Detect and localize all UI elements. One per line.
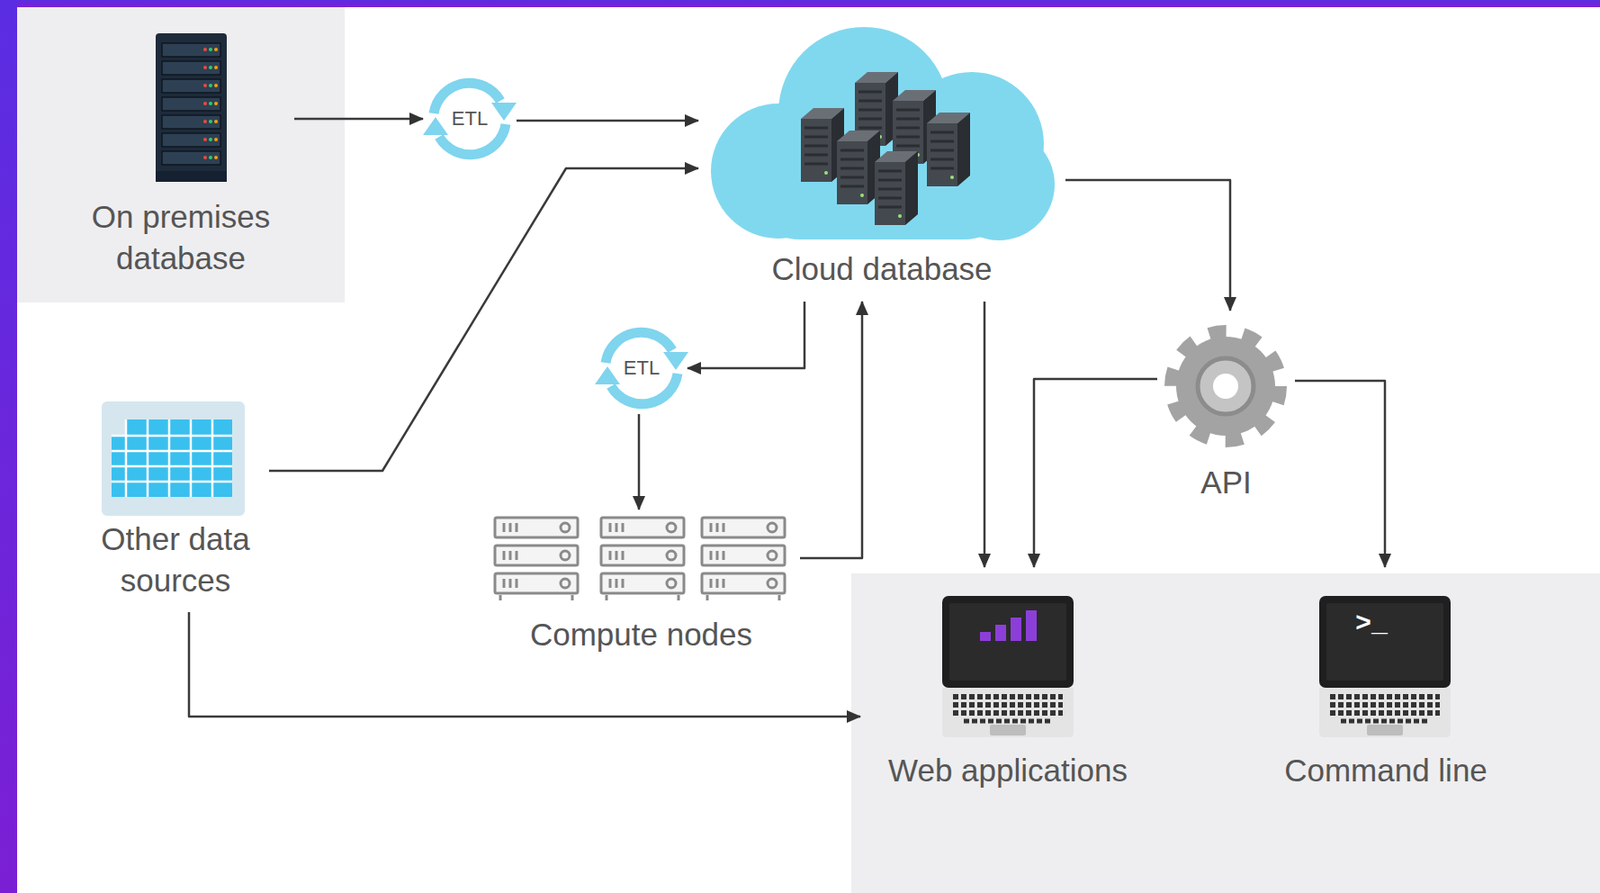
compute-node: Compute nodes (482, 509, 800, 663)
node-label: Compute nodes (482, 613, 800, 656)
node-label: ETL (451, 107, 488, 131)
flow-arrow (188, 611, 861, 717)
api-node: API (1157, 310, 1295, 511)
flow-arrow (1033, 378, 1158, 567)
flow-arrow (983, 301, 987, 567)
flow-arrow (516, 119, 699, 123)
flow-arrow (638, 413, 641, 510)
node-label: API (1157, 461, 1295, 504)
node-label: Command line (1256, 749, 1516, 792)
flow-arrow (269, 168, 699, 471)
node-label: Other data sources (81, 518, 270, 601)
etl-node: ETL (422, 71, 517, 166)
node-label: Web applications (860, 749, 1156, 792)
flow-arrow (687, 301, 805, 369)
flow-arrow (800, 301, 863, 558)
client-node: Web applications (860, 566, 1156, 799)
node-label: Cloud database (698, 248, 1066, 290)
node-label: On premises database (67, 196, 295, 279)
etl-node: ETL (595, 322, 688, 414)
flow-arrow (1065, 179, 1231, 311)
database-node: On premises database (67, 26, 295, 286)
cloud-node: Cloud database (698, 26, 1066, 302)
node-label: ETL (623, 356, 660, 380)
data-source-node: Other data sources (81, 395, 270, 612)
terminal-prompt: >_ (1355, 608, 1388, 639)
flow-arrow (294, 117, 423, 121)
client-node: Command line (1256, 566, 1516, 799)
flow-arrow (1294, 380, 1385, 567)
